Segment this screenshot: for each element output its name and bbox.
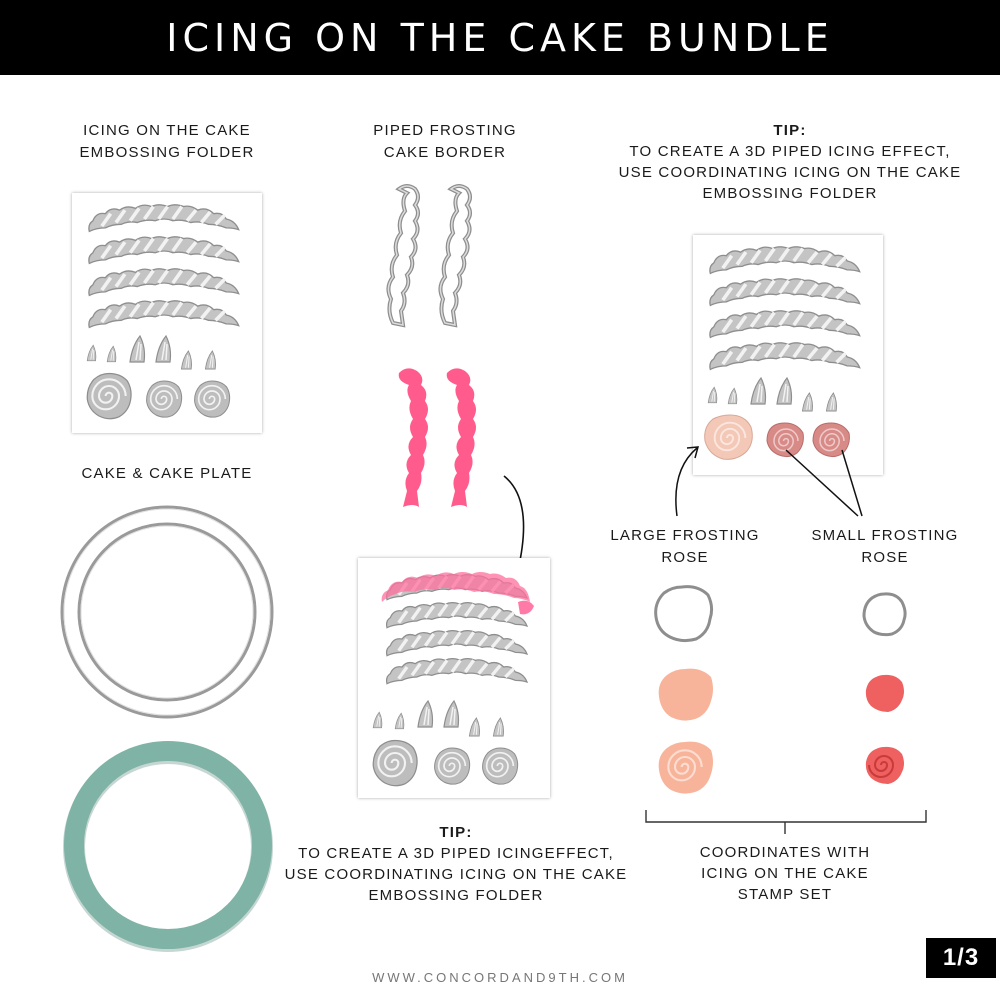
piped-border-label-line2: CAKE BORDER [383,144,507,161]
large-rose-arrow-icon [675,446,700,517]
bottom-tip-label: TIP: TO CREATE A 3D PIPED ICINGEFFECT, U… [256,822,656,906]
folder-with-pink-border-card [358,558,550,798]
piped-border-die-pair [386,184,472,327]
small-rose-label-line1: SMALL FROSTING [811,527,959,544]
small-rose-label: SMALL FROSTING ROSE [795,525,975,569]
coordinates-label-line3: STAMP SET [737,886,833,903]
embossing-folder-card [72,193,262,433]
small-rose-die [862,592,907,637]
bottom-tip-line3: EMBOSSING FOLDER [368,887,544,904]
embossing-folder-label: ICING ON THE CAKE EMBOSSING FOLDER [67,120,267,164]
page-title: ICING ON THE CAKE BUNDLE [166,15,834,60]
bottom-tip-line2: USE COORDINATING ICING ON THE CAKE [284,866,628,883]
teal-cake-plate [63,741,273,952]
coordinates-label: COORDINATES WITH ICING ON THE CAKE STAMP… [665,842,905,905]
large-rose-label-line1: LARGE FROSTING [610,527,760,544]
folder-with-roses-card [693,235,883,475]
large-rose-detail-stamp [658,741,713,794]
small-rose-detail-stamp [865,746,904,784]
top-tip-line3: EMBOSSING FOLDER [702,185,878,202]
top-tip-heading: TIP: [773,122,807,139]
coordinates-bracket [645,810,927,834]
small-rose-label-line2: ROSE [861,549,909,566]
footer-url: WWW.CONCORDAND9TH.COM [372,970,628,985]
page-indicator: 1/3 [926,938,996,978]
pink-piped-border-pair [398,368,476,507]
small-rose-solid-stamp [865,674,904,712]
bottom-tip-heading: TIP: [439,824,473,841]
embossing-folder-pattern [86,202,241,420]
piped-border-label-line1: PIPED FROSTING [373,122,517,139]
folder-with-pink-border-pattern [372,572,534,787]
cake-plate-label: CAKE & CAKE PLATE [67,463,267,485]
large-rose-solid-stamp [658,668,713,721]
small-rose-arrows-icon [785,449,863,517]
embossing-folder-label-line2: EMBOSSING FOLDER [79,144,255,161]
top-tip-line2: USE COORDINATING ICING ON THE CAKE [618,164,962,181]
top-tip-line1: TO CREATE A 3D PIPED ICING EFFECT, [629,143,951,160]
large-rose-label: LARGE FROSTING ROSE [595,525,775,569]
piped-border-label: PIPED FROSTING CAKE BORDER [345,120,545,164]
title-banner: ICING ON THE CAKE BUNDLE [0,0,1000,75]
cake-plate-die-rings [60,505,274,719]
folder-with-roses-pattern [704,244,862,460]
cake-plate-label-line1: CAKE & CAKE PLATE [81,465,253,482]
embossing-folder-label-line1: ICING ON THE CAKE [83,122,251,139]
coordinates-label-line1: COORDINATES WITH [699,844,871,861]
large-rose-die [654,585,714,643]
bottom-tip-line1: TO CREATE A 3D PIPED ICINGEFFECT, [298,845,614,862]
top-tip-label: TIP: TO CREATE A 3D PIPED ICING EFFECT, … [590,120,990,204]
coordinates-label-line2: ICING ON THE CAKE [701,865,869,882]
large-rose-label-line2: ROSE [661,549,709,566]
